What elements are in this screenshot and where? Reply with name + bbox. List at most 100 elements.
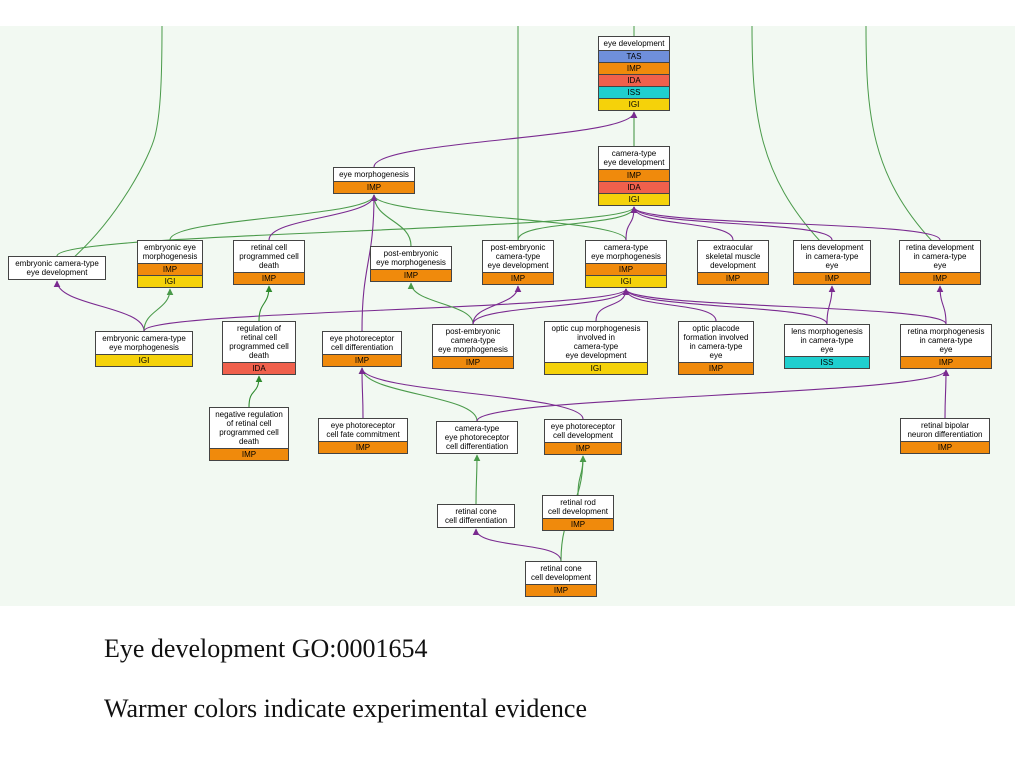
edge-part-of: [630, 206, 941, 241]
edge-part-of: [942, 369, 950, 419]
evidence-badge: IMP: [794, 272, 870, 284]
evidence-badge: IMP: [210, 448, 288, 460]
go-term-regulation-of-retinal-cell-programmed-cell-death[interactable]: regulation of retinal cell programmed ce…: [222, 321, 296, 375]
term-label: post-embryonic eye morphogenesis: [376, 249, 446, 267]
evidence-badge: IGI: [586, 275, 666, 287]
go-term-negative-regulation-of-retinal-cell-programmed-cell-death[interactable]: negative regulation of retinal cell prog…: [209, 407, 289, 461]
evidence-badge: IMP: [334, 181, 414, 193]
caption-title: Eye development GO:0001654: [104, 634, 428, 663]
term-label: lens morphogenesis in camera-type eye: [791, 327, 863, 354]
edge-part-of: [472, 288, 630, 325]
term-label: eye photoreceptor cell fate commitment: [326, 421, 400, 439]
offscreen-edge: [751, 26, 821, 242]
edge-is-a: [407, 282, 474, 325]
evidence-badge: IMP: [698, 272, 768, 284]
edge-part-of: [53, 280, 145, 332]
edge-part-of: [361, 194, 378, 332]
evidence-badge: IMP: [901, 441, 989, 453]
evidence-badge: IGI: [599, 98, 669, 110]
evidence-badge: IGI: [599, 193, 669, 205]
edge-part-of: [630, 206, 734, 241]
go-term-embryonic-camera-type-eye-development[interactable]: embryonic camera-type eye development: [8, 256, 106, 280]
term-label: optic cup morphogenesis involved in came…: [551, 324, 641, 360]
edge-is-a: [358, 367, 478, 422]
go-term-optic-placode-formation[interactable]: optic placode formation involved in came…: [678, 321, 754, 375]
term-label: retinal rod cell development: [547, 498, 609, 516]
go-term-camera-type-eye-photoreceptor-cell-differentiation[interactable]: camera-type eye photoreceptor cell diffe…: [436, 421, 518, 454]
term-label: negative regulation of retinal cell prog…: [215, 410, 283, 446]
edge-part-of: [630, 206, 833, 241]
term-label: embryonic eye morphogenesis: [142, 243, 198, 261]
caption-subtitle: Warmer colors indicate experimental evid…: [104, 694, 588, 723]
go-term-post-embryonic-camera-type-eye-morphogenesis[interactable]: post-embryonic camera-type eye morphogen…: [432, 324, 514, 369]
edge-regulates: [258, 285, 273, 322]
evidence-badge: IMP: [901, 356, 991, 368]
term-label: eye morphogenesis: [339, 170, 409, 179]
evidence-badge: IMP: [483, 272, 553, 284]
term-label: embryonic camera-type eye morphogenesis: [102, 334, 186, 352]
edge-regulates: [248, 375, 263, 408]
edge-group: [53, 111, 950, 562]
go-term-retinal-cone-cell-differentiation[interactable]: retinal cone cell differentiation: [437, 504, 515, 528]
term-label: extraocular skeletal muscle development: [705, 243, 761, 270]
evidence-badge: IMP: [433, 356, 513, 368]
evidence-badge: IGI: [138, 275, 202, 287]
edge-part-of: [936, 285, 947, 325]
go-term-post-embryonic-camera-type-eye-development[interactable]: post-embryonic camera-type eye developme…: [482, 240, 554, 285]
evidence-badge: IMP: [586, 263, 666, 275]
evidence-badge: IMP: [679, 362, 753, 374]
edge-is-a: [143, 288, 174, 332]
edge-part-of: [622, 288, 947, 325]
evidence-badge: IMP: [371, 269, 451, 281]
term-label: retinal cone cell development: [530, 564, 592, 582]
edge-is-a: [370, 194, 412, 247]
term-label: eye photoreceptor cell differentiation: [329, 334, 395, 352]
offscreen-edge: [865, 26, 933, 242]
evidence-badge: IMP: [545, 442, 621, 454]
edge-part-of: [358, 367, 584, 420]
edge-is-a: [473, 454, 481, 505]
evidence-badge: IGI: [545, 362, 647, 374]
evidence-badge: IDA: [223, 362, 295, 374]
offscreen-edge: [71, 26, 163, 260]
edge-is-a: [370, 194, 627, 241]
edge-part-of: [826, 285, 836, 325]
edge-is-a: [169, 194, 378, 241]
term-label: retina development in camera-type eye: [905, 243, 975, 270]
term-label: camera-type eye development: [603, 149, 665, 167]
edge-part-of: [143, 288, 630, 332]
edge-part-of: [625, 206, 638, 241]
evidence-badge: IDA: [599, 74, 669, 86]
go-term-optic-cup-morphogenesis[interactable]: optic cup morphogenesis involved in came…: [544, 321, 648, 375]
edge-is-a: [56, 206, 638, 257]
evidence-badge: IMP: [138, 263, 202, 275]
evidence-badge: IMP: [234, 272, 304, 284]
evidence-badge: IGI: [96, 354, 192, 366]
evidence-badge: IMP: [543, 518, 613, 530]
edge-part-of: [622, 288, 828, 325]
evidence-badge: ISS: [785, 356, 869, 368]
evidence-badge: IMP: [599, 169, 669, 181]
evidence-badge: ISS: [599, 86, 669, 98]
edge-part-of: [373, 111, 638, 168]
